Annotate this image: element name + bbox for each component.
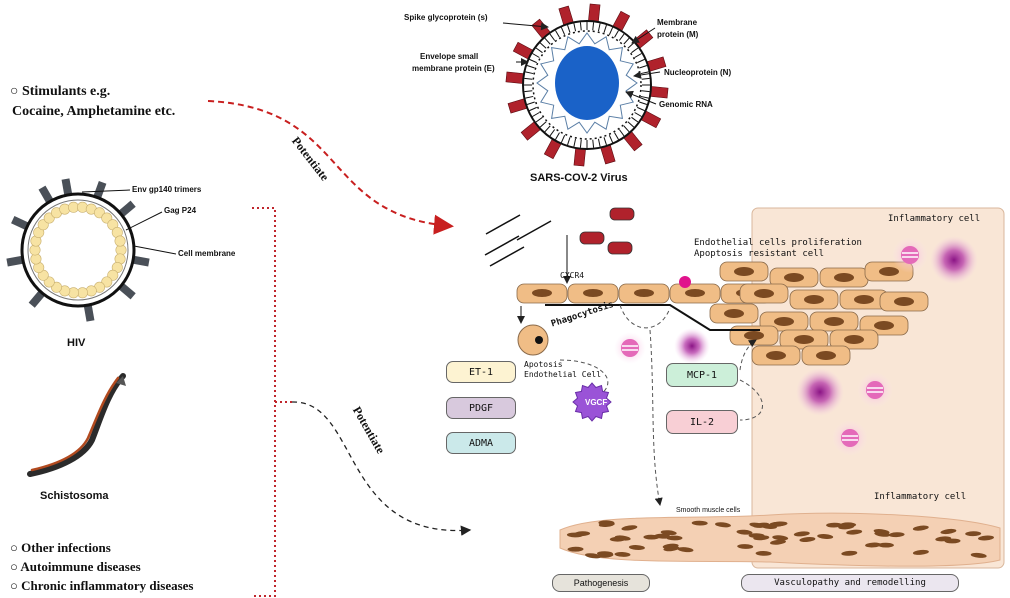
cxcr4-receptor xyxy=(679,276,691,288)
env-trimer xyxy=(118,200,136,218)
vgcf-star xyxy=(572,382,612,422)
virus-membrane xyxy=(524,22,650,148)
potentiate-arrow-top xyxy=(207,100,454,235)
virus-spikes xyxy=(505,3,669,167)
mediator-mcp1: MCP-1 xyxy=(666,363,738,387)
label-apoptosis-1: Apotosis xyxy=(524,360,563,369)
smooth-muscle-layer xyxy=(559,512,1001,567)
label-cxcr4: CXCR4 xyxy=(560,271,585,280)
condition-item-1: ○ Other infections xyxy=(10,540,111,555)
virus-nucleoprotein xyxy=(555,46,619,120)
virus-particles-small xyxy=(579,207,635,255)
label-vgcf: VGCF xyxy=(585,398,608,407)
lymphocyte xyxy=(621,339,639,357)
mediator-pdgf: PDGF xyxy=(446,397,516,419)
label-cell-membrane: Cell membrane xyxy=(178,249,236,258)
label-endothelial-proliferation-2: Apoptosis resistant cell xyxy=(694,249,825,259)
schistosoma-title: Schistosoma xyxy=(40,490,109,502)
condition-text-3: Chronic inflammatory diseases xyxy=(21,578,194,593)
label-membrane-protein-2: protein (M) xyxy=(657,30,699,39)
potentiate-arrow-bottom xyxy=(291,401,472,536)
label-inflammatory-cell-top: Inflammatory cell xyxy=(888,214,981,224)
hiv-title: HIV xyxy=(67,337,86,349)
env-trimer xyxy=(6,255,24,267)
label-gag-p24: Gag P24 xyxy=(164,206,197,215)
lymphocyte xyxy=(866,381,884,399)
label-smooth-muscle: Smooth muscle cells xyxy=(676,507,741,514)
spike-protein xyxy=(648,85,669,99)
label-endothelial-proliferation-1: Endothelial cells proliferation xyxy=(694,238,862,248)
phagocyte-cell xyxy=(517,306,549,356)
spike-protein xyxy=(587,3,601,24)
env-trimer xyxy=(11,215,29,230)
condition-text-1: Other infections xyxy=(21,540,111,555)
virus-title: SARS-COV-2 Virus xyxy=(530,172,628,184)
label-membrane-protein-1: Membrane xyxy=(657,18,698,27)
label-spike-glycoprotein: Spike glycoprotein (s) xyxy=(404,13,488,22)
label-envelope-protein-2: membrane protein (E) xyxy=(412,64,495,73)
stage-pathogenesis: Pathogenesis xyxy=(552,574,650,592)
label-inflammatory-cell-bottom: Inflammatory cell xyxy=(874,492,967,502)
endothelial-cell-row xyxy=(516,283,772,304)
label-genomic-rna: Genomic RNA xyxy=(659,100,713,109)
env-trimer xyxy=(132,255,150,267)
condition-text-2: Autoimmune diseases xyxy=(20,559,141,574)
proliferating-cells xyxy=(709,261,929,366)
env-trimer xyxy=(83,304,95,322)
mediator-il2: IL-2 xyxy=(666,410,738,434)
sars-cov-2-virus xyxy=(502,3,669,167)
condition-item-3: ○ Chronic inflammatory diseases xyxy=(10,578,194,593)
lymphocyte xyxy=(841,429,859,447)
schistosoma-worm xyxy=(27,373,126,477)
label-envelope-protein-1: Envelope small xyxy=(420,52,479,61)
env-trimer xyxy=(28,290,46,308)
red-bracket xyxy=(252,207,276,597)
spike-protein xyxy=(505,71,526,85)
mediator-et1: ET-1 xyxy=(446,361,516,383)
stimulants-line-2: Cocaine, Amphetamine etc. xyxy=(12,104,176,119)
label-nucleoprotein: Nucleoprotein (N) xyxy=(664,68,732,77)
env-trimer xyxy=(61,178,73,196)
vessel-lines xyxy=(484,214,552,267)
condition-item-2: ○ Autoimmune diseases xyxy=(10,559,141,574)
lymphocyte xyxy=(901,246,919,264)
hiv-virion xyxy=(6,178,177,322)
spike-protein xyxy=(573,146,587,167)
env-trimer xyxy=(118,282,136,300)
inflammatory-cells xyxy=(614,236,978,456)
stimulants-text-1: Stimulants e.g. xyxy=(21,84,111,99)
stage-vasculopathy: Vasculopathy and remodelling xyxy=(741,574,959,592)
stimulants-line-1: ○ Stimulants e.g. xyxy=(10,84,111,99)
label-apoptosis-2: Endothelial Cell xyxy=(524,370,602,379)
mediator-adma: ADMA xyxy=(446,432,516,454)
env-trimer xyxy=(38,185,54,204)
label-env-gp140: Env gp140 trimers xyxy=(132,185,202,194)
env-trimer xyxy=(93,180,107,199)
